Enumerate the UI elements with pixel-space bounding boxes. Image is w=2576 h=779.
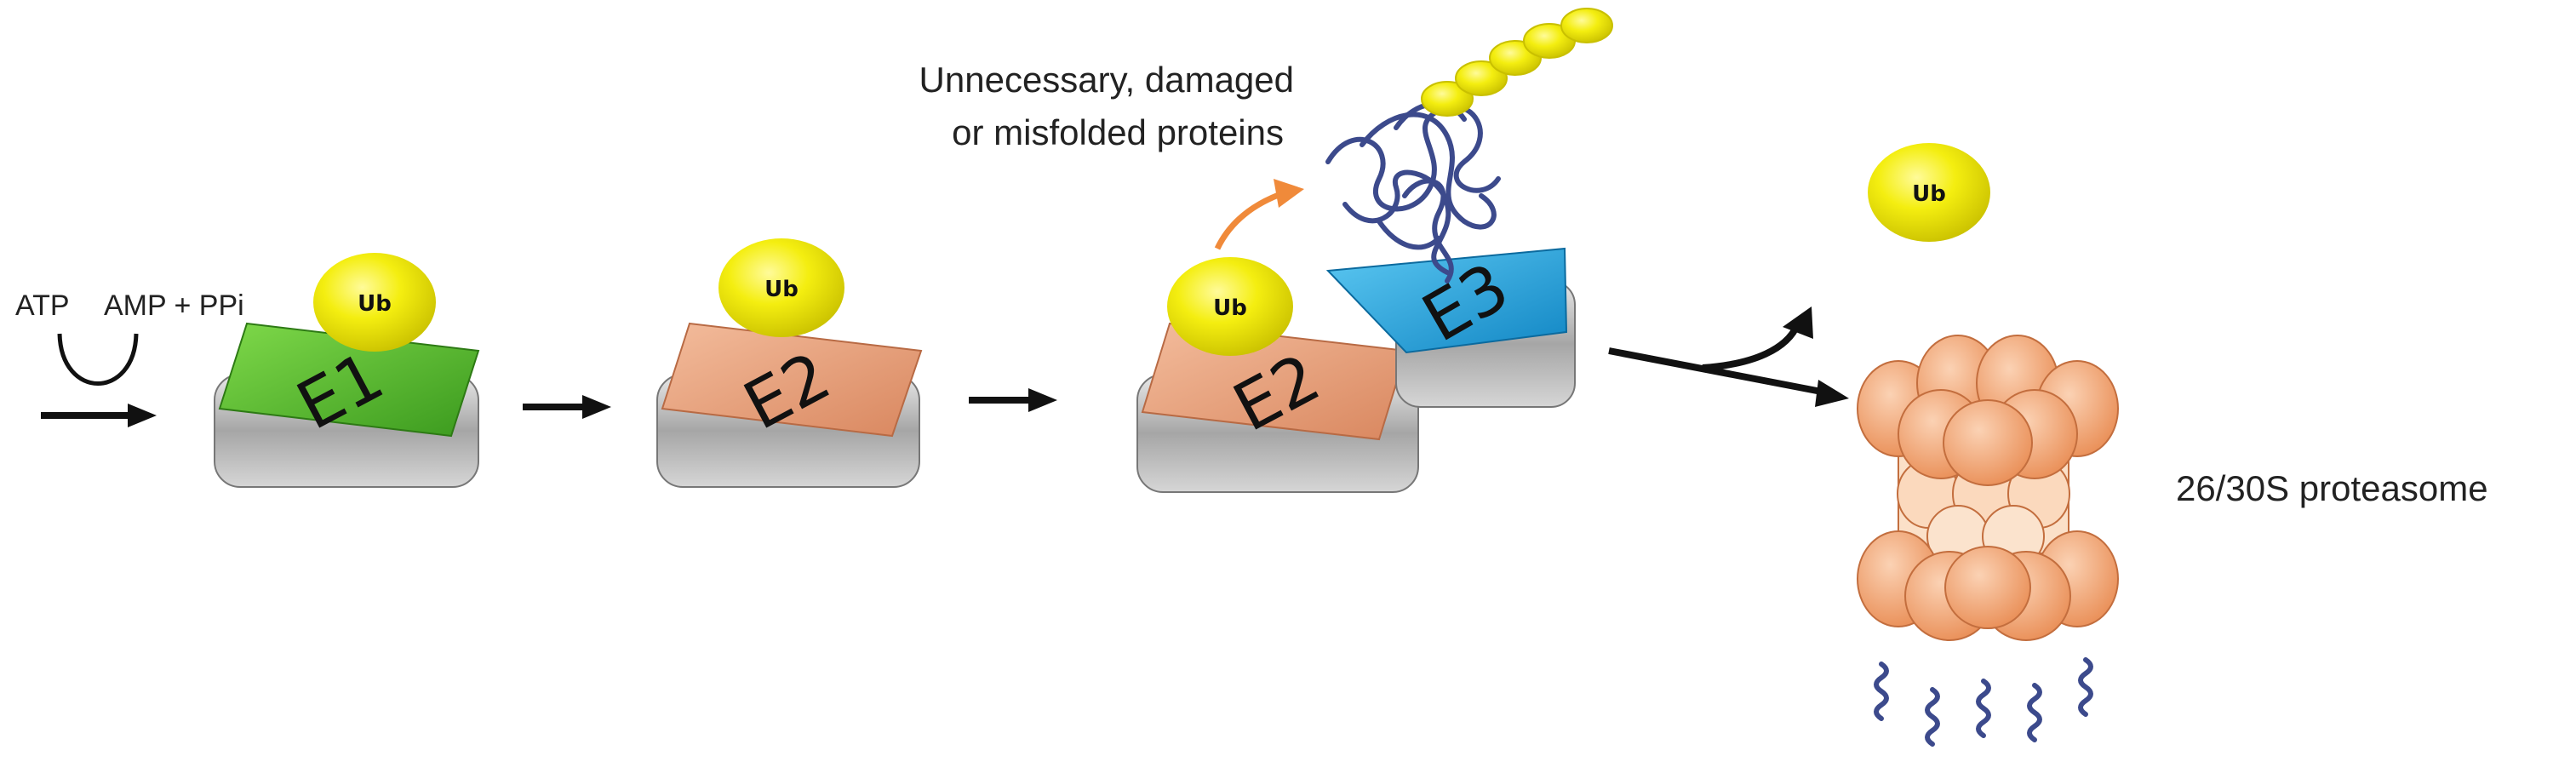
substrate-label-line2: or misfolded proteins	[952, 112, 1284, 152]
peptide-fragment	[2027, 683, 2042, 742]
misfolded-protein	[1325, 101, 1501, 284]
substrate-label-line1: Unnecessary, damaged	[919, 60, 1294, 100]
orange-arrowhead	[1274, 179, 1304, 208]
proteasome-label: 26/30S proteasome	[2176, 468, 2488, 508]
peptide-fragment	[1874, 662, 1889, 721]
arrow-e1-e2	[523, 395, 611, 419]
degradation-branch-arrow	[1608, 306, 1849, 407]
atp-hydrolysis-arc	[57, 333, 139, 386]
ub-ball: Ub	[718, 238, 844, 337]
arrow-e2-e2e3	[969, 388, 1057, 412]
proteasome	[1857, 335, 2119, 641]
peptide-fragments	[1874, 657, 2093, 747]
ub-ball: Ub	[1167, 257, 1293, 356]
ub-label: Ub	[1213, 295, 1247, 321]
e2-e3-complex: E2 E3	[1136, 247, 1576, 493]
peptide-fragment	[1925, 687, 1940, 747]
amp-ppi-label: AMP + PPi	[104, 289, 244, 322]
ub-label: Ub	[358, 291, 392, 317]
orange-transfer-arrow	[1214, 189, 1287, 250]
ub-ball: Ub	[313, 253, 436, 352]
ub-label: Ub	[764, 277, 799, 302]
polyubiquitin-chain	[1421, 8, 1613, 117]
e2-enzyme-block: E2	[656, 322, 923, 488]
ub-label: Ub	[1912, 181, 1946, 207]
released-ub-ball: Ub	[1868, 143, 1990, 242]
peptide-fragment	[1976, 679, 1991, 738]
e1-enzyme-block: E1	[214, 322, 480, 488]
entry-arrow	[41, 404, 157, 427]
atp-label: ATP	[15, 289, 70, 322]
peptide-fragment	[2078, 657, 2093, 717]
